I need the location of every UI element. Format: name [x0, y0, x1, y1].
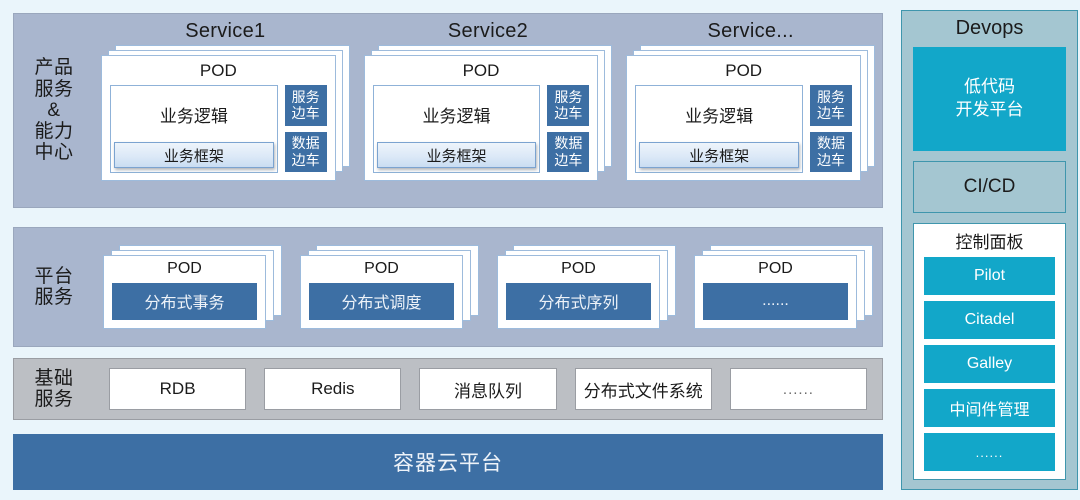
data-sidecar-box: 数据 边车 [810, 131, 853, 172]
pod-card[interactable]: POD 分布式序列 [497, 255, 660, 329]
layer-product-service-label: 产品 服务 & 能力 中心 [34, 57, 74, 164]
sidecar-column: 服务 边车 数据 边车 [284, 85, 327, 173]
pod-title: POD [199, 61, 237, 80]
service-title: Service2 [447, 20, 529, 42]
control-panel-card: 控制面板 Pilot Citadel Galley 中间件管理 ...... [913, 223, 1066, 480]
service-sidecar-box: 服务 边车 [284, 85, 327, 126]
pod-title: POD [167, 260, 202, 277]
business-framework-box: 业务框架 [114, 142, 274, 168]
pod-stack: POD 业务逻辑 业务框架 服务 边车 数据 边车 [363, 45, 613, 181]
layer-platform-service-body: POD 分布式事务 POD 分布式调度 [94, 245, 882, 329]
layer-platform-service-label: 平台 服务 [34, 265, 74, 308]
low-code-platform-card[interactable]: 低代码 开发平台 [913, 47, 1066, 151]
pod-row: 业务逻辑 业务框架 服务 边车 数据 边车 [372, 85, 590, 173]
pod-card[interactable]: POD 分布式事务 [103, 255, 266, 329]
service-sidecar-box: 服务 边车 [810, 85, 853, 126]
infra-item-more[interactable]: ...... [729, 368, 868, 410]
pod-main: 业务逻辑 业务框架 [635, 85, 804, 173]
pod-title: POD [364, 260, 399, 277]
pod-card[interactable]: POD 分布式调度 [300, 255, 463, 329]
pod-stack: POD ...... [694, 245, 873, 329]
pod-row: 业务逻辑 业务框架 服务 边车 数据 边车 [635, 85, 853, 173]
container-cloud-platform-label: 容器云平台 [393, 452, 503, 475]
service-group-3[interactable]: Service... POD 业务逻辑 业务框架 服务 边车 [619, 14, 882, 207]
data-sidecar-box: 数据 边车 [547, 131, 590, 172]
infra-item-distributed-file-system[interactable]: 分布式文件系统 [574, 368, 712, 410]
platform-service-name: 分布式调度 [309, 282, 454, 320]
platform-service-name: ...... [703, 282, 848, 320]
platform-pod-group-4[interactable]: POD ...... [685, 245, 882, 329]
cicd-card[interactable]: CI/CD [913, 161, 1066, 213]
layer-infrastructure-label: 基础 服务 [34, 367, 74, 410]
pod-card[interactable]: POD 业务逻辑 业务框架 服务 边车 数据 边车 [363, 55, 599, 181]
control-panel-item-middleware-management[interactable]: 中间件管理 [924, 389, 1055, 427]
container-cloud-platform-bar: 容器云平台 [13, 434, 883, 490]
devops-title: Devops [955, 17, 1024, 39]
pod-stack: POD 业务逻辑 业务框架 服务 边车 数据 边车 [101, 45, 350, 181]
pod-title: POD [462, 61, 500, 80]
pod-card[interactable]: POD 业务逻辑 业务框架 服务 边车 数据 边车 [626, 55, 862, 181]
business-framework-box: 业务框架 [376, 142, 537, 168]
pod-main: 业务逻辑 业务框架 [110, 85, 278, 173]
pod-stack: POD 业务逻辑 业务框架 服务 边车 数据 边车 [626, 45, 876, 181]
platform-pod-group-2[interactable]: POD 分布式调度 [291, 245, 488, 329]
infra-item-message-queue[interactable]: 消息队列 [419, 368, 557, 410]
pod-stack: POD 分布式调度 [300, 245, 479, 329]
business-logic-box: 业务逻辑 [685, 106, 754, 126]
control-panel-item-more[interactable]: ...... [924, 433, 1055, 471]
layer-product-service-body: Service1 POD 业务逻辑 业务框架 服务 边车 [94, 14, 882, 207]
service-group-2[interactable]: Service2 POD 业务逻辑 业务框架 服务 边车 [357, 14, 620, 207]
control-panel-item-pilot[interactable]: Pilot [924, 257, 1055, 295]
layer-infrastructure-body: RDB Redis 消息队列 分布式文件系统 ...... [94, 359, 882, 419]
pod-title: POD [725, 61, 763, 80]
control-panel-item-galley[interactable]: Galley [924, 345, 1055, 383]
control-panel-item-citadel[interactable]: Citadel [924, 301, 1055, 339]
pod-main: 业务逻辑 业务框架 [372, 85, 541, 173]
service-sidecar-box: 服务 边车 [547, 85, 590, 126]
pod-card[interactable]: POD 业务逻辑 业务框架 服务 边车 数据 边车 [101, 55, 336, 181]
pod-card[interactable]: POD ...... [694, 255, 857, 329]
devops-sidebar: Devops 低代码 开发平台 CI/CD 控制面板 Pilot Citadel… [901, 10, 1078, 490]
business-logic-box: 业务逻辑 [159, 106, 228, 126]
data-sidecar-box: 数据 边车 [284, 131, 327, 172]
business-logic-box: 业务逻辑 [422, 106, 491, 126]
layer-product-service: 产品 服务 & 能力 中心 Service1 POD 业务逻辑 业务框架 [13, 13, 883, 208]
pod-title: POD [758, 260, 793, 277]
service-title: Service... [707, 20, 794, 42]
pod-row: 业务逻辑 业务框架 服务 边车 数据 边车 [110, 85, 327, 173]
sidecar-column: 服务 边车 数据 边车 [810, 85, 853, 173]
control-panel-title: 控制面板 [955, 233, 1024, 252]
service-title: Service1 [185, 20, 266, 42]
sidecar-column: 服务 边车 数据 边车 [547, 85, 590, 173]
platform-service-name: 分布式序列 [506, 282, 651, 320]
infra-item-redis[interactable]: Redis [264, 368, 402, 410]
infra-item-rdb[interactable]: RDB [109, 368, 247, 410]
pod-title: POD [561, 260, 596, 277]
platform-pod-group-3[interactable]: POD 分布式序列 [488, 245, 685, 329]
pod-stack: POD 分布式序列 [497, 245, 676, 329]
layer-infrastructure: 基础 服务 RDB Redis 消息队列 分布式文件系统 ...... [13, 358, 883, 420]
platform-service-name: 分布式事务 [112, 282, 257, 320]
business-framework-box: 业务框架 [639, 142, 800, 168]
service-group-1[interactable]: Service1 POD 业务逻辑 业务框架 服务 边车 [94, 14, 357, 207]
platform-pod-group-1[interactable]: POD 分布式事务 [94, 245, 291, 329]
pod-stack: POD 分布式事务 [103, 245, 282, 329]
layer-platform-service: 平台 服务 POD 分布式事务 POD [13, 227, 883, 347]
